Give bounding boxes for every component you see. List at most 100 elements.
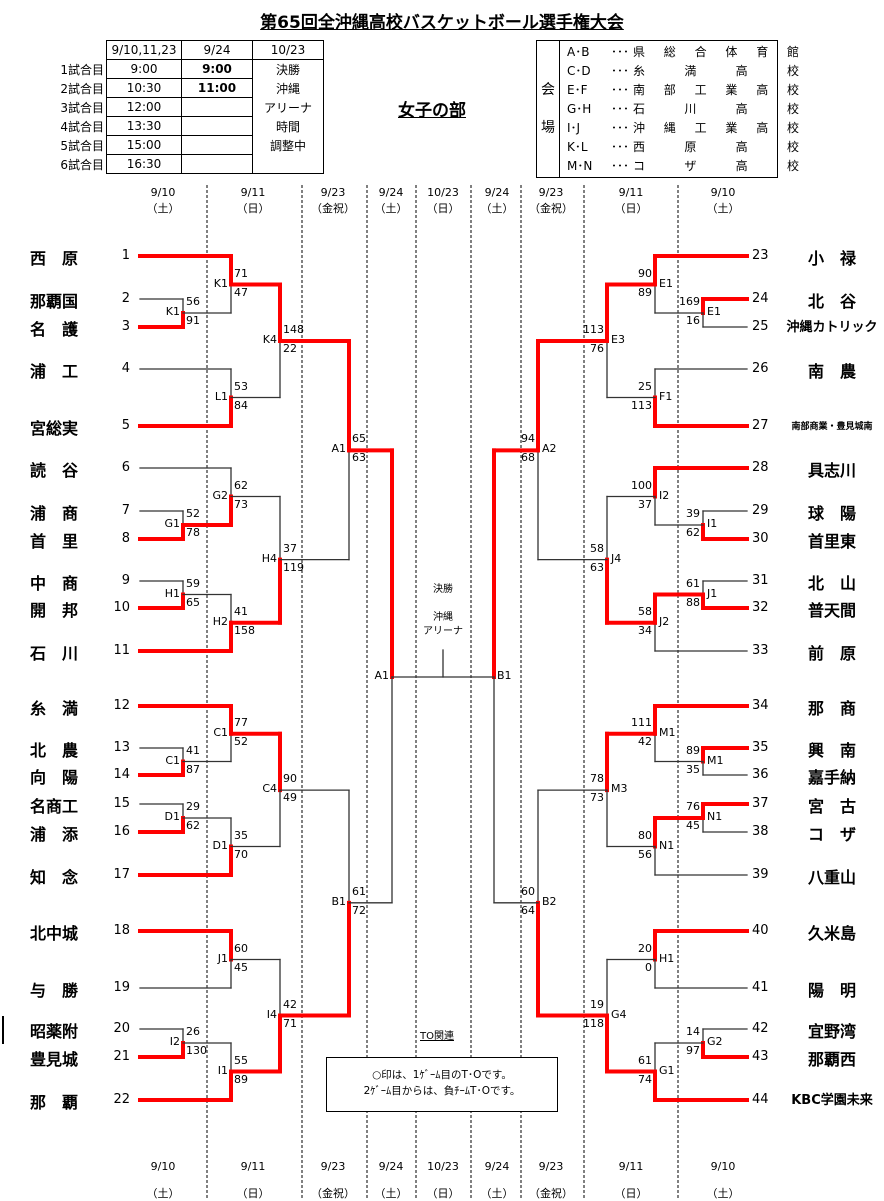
score-top: 53 xyxy=(234,379,248,393)
seed-number-right: 42 xyxy=(752,1021,769,1036)
score-top: 60 xyxy=(521,884,535,898)
court-label: J2 xyxy=(659,614,670,628)
score-bottom: 52 xyxy=(234,734,248,748)
court-label: I2 xyxy=(659,488,670,502)
score-top: 37 xyxy=(283,541,297,555)
team-name-right: 久米島 xyxy=(807,924,856,943)
court-label: K1 xyxy=(165,305,180,318)
venue-row: G･H･･･石川高校 xyxy=(567,100,799,118)
court-label: H1 xyxy=(659,951,675,965)
team-name-right: 八重山 xyxy=(807,868,856,887)
team-name-right: 球 陽 xyxy=(807,504,856,523)
score-bottom: 97 xyxy=(686,1044,700,1057)
team-name-left: 名 護 xyxy=(30,320,79,339)
court-label: B1 xyxy=(331,894,346,908)
score-top: 26 xyxy=(186,1025,200,1038)
weekday-label-top: （土） xyxy=(374,202,408,215)
game-label: 6試合目 xyxy=(60,157,104,172)
date-label-bottom: 10/23 xyxy=(427,1160,459,1173)
game-label: 1試合目 xyxy=(60,62,104,77)
weekday-label-top: （日） xyxy=(236,202,270,215)
date-label-bottom: 9/10 xyxy=(710,1160,736,1173)
score-bottom: 0 xyxy=(645,960,652,974)
team-name-left: 与 勝 xyxy=(30,981,79,1000)
score-top: 35 xyxy=(234,828,248,842)
to-note-line: ○印は、1ｹﾞｰﾑ目のT･Oです。 xyxy=(372,1069,512,1081)
team-name-left: 糸 満 xyxy=(30,699,79,718)
seed-number-right: 40 xyxy=(752,923,769,938)
score-top: 90 xyxy=(283,772,297,786)
court-label: A1 xyxy=(331,442,346,456)
schedule-table: 9/10,11,23 9/24 10/23 1試合目 9:00 9:00 決勝 … xyxy=(42,40,324,174)
seed-number-right: 35 xyxy=(752,740,769,755)
venue-dots: ･･･ xyxy=(611,83,630,97)
court-label: F1 xyxy=(659,389,673,403)
score-top: 25 xyxy=(638,379,652,393)
date-label-bottom: 9/11 xyxy=(240,1160,266,1173)
date-label-bottom: 9/23 xyxy=(320,1160,346,1173)
team-name-right: 小 禄 xyxy=(807,249,856,268)
team-name-left: 浦 添 xyxy=(30,825,79,844)
court-label: C1 xyxy=(165,753,180,767)
court-label: D1 xyxy=(164,810,180,823)
court-label: H2 xyxy=(212,614,228,628)
score-bottom: 76 xyxy=(590,342,604,355)
team-name-left: 石 川 xyxy=(30,644,79,663)
score-bottom: 37 xyxy=(638,497,652,511)
date-label-bottom: 9/10 xyxy=(150,1160,176,1173)
court-label: M1 xyxy=(707,753,724,767)
court-label: C4 xyxy=(262,782,277,796)
date-label-bottom: 9/23 xyxy=(538,1160,564,1173)
score-bottom: 68 xyxy=(521,451,535,465)
score-bottom: 42 xyxy=(638,734,652,748)
team-name-right: 北 山 xyxy=(807,574,856,593)
weekday-label-top: （日） xyxy=(614,202,648,215)
venue-name: 南部工業高校 xyxy=(633,83,799,97)
score-bottom: 56 xyxy=(638,847,652,861)
score-top: 14 xyxy=(686,1025,700,1038)
date-label-top: 9/24 xyxy=(484,186,510,199)
team-name-right: 興 南 xyxy=(807,741,856,760)
seed-number-right: 37 xyxy=(752,796,769,811)
score-bottom: 74 xyxy=(638,1072,652,1086)
venue-code: M･N xyxy=(567,159,593,173)
seed-number-right: 23 xyxy=(752,248,769,263)
score-top: 58 xyxy=(638,604,652,618)
team-name-left: 首 里 xyxy=(30,532,79,551)
final-venue-label: 沖縄 xyxy=(433,612,453,623)
seed-number-left: 9 xyxy=(121,573,130,588)
team-name-right: 具志川 xyxy=(807,461,856,480)
seed-number-left: 8 xyxy=(121,531,130,546)
court-label: H1 xyxy=(164,586,180,600)
seed-number-right: 34 xyxy=(752,698,769,713)
score-top: 42 xyxy=(283,997,297,1011)
score-bottom: 73 xyxy=(590,791,604,805)
seed-number-left: 11 xyxy=(113,643,130,658)
venue-code: E･F xyxy=(567,83,588,97)
team-name-left: 中 商 xyxy=(30,574,79,593)
score-bottom: 119 xyxy=(283,560,304,574)
team-name-left: 那 覇 xyxy=(30,1093,79,1112)
venue-row: M･N･･･コザ高校 xyxy=(567,157,799,175)
score-bottom: 70 xyxy=(234,847,248,861)
team-name-right: 那 商 xyxy=(807,699,856,718)
venue-name: 石川高校 xyxy=(633,102,799,116)
court-label: M1 xyxy=(659,725,676,739)
court-label: I1 xyxy=(217,1063,228,1077)
date-label-top: 9/24 xyxy=(378,186,404,199)
venue-dots: ･･･ xyxy=(611,64,630,78)
court-label: G2 xyxy=(707,1035,723,1048)
score-bottom: 16 xyxy=(686,314,700,327)
score-bottom: 63 xyxy=(590,560,604,574)
venue-dots: ･･･ xyxy=(611,102,630,116)
weekday-label-bottom: （日） xyxy=(614,1187,648,1200)
score-top: 55 xyxy=(234,1053,248,1067)
score-bottom: 62 xyxy=(686,526,700,539)
team-name-left: 名商工 xyxy=(30,797,79,816)
seed-number-left: 4 xyxy=(121,361,130,376)
team-name-right: 普天間 xyxy=(807,601,856,620)
team-name-right: 那覇西 xyxy=(807,1050,856,1069)
score-top: 56 xyxy=(186,295,200,308)
date-label-bottom: 9/24 xyxy=(484,1160,510,1173)
court-label: A2 xyxy=(542,442,557,456)
